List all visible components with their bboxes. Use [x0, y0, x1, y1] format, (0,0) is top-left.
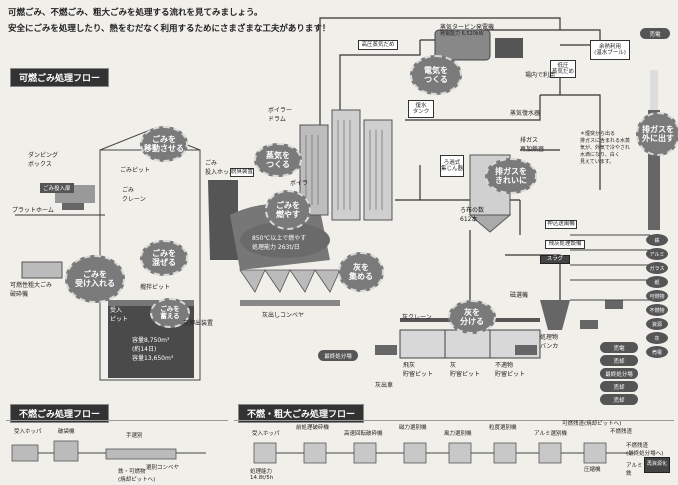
label-platform: プラットホーム: [12, 205, 54, 214]
bulky-capacity: 処理能力 14.8t/5h: [250, 467, 273, 481]
bubble-burn: ごみを 燃やす: [265, 190, 311, 230]
label-ash-pusher: 灰押出装置: [183, 318, 213, 327]
bubble-separate: 灰を 分ける: [448, 300, 496, 334]
bulky-step-10: 圧縮機: [584, 465, 601, 473]
pill-sale-1: 売電: [600, 342, 638, 353]
bulky-step-6: 粒度選別機: [489, 423, 517, 431]
tag-ash: 灰: [646, 332, 668, 344]
pill-sale-2: 売却: [600, 355, 638, 366]
label-conveyor: 灰出しコンベヤ: [262, 310, 304, 319]
label-cooling: 蒸気復水器: [510, 108, 540, 117]
tag-resource: 資源: [646, 318, 668, 330]
tag-glass: ガラス: [646, 262, 668, 274]
box-water-tank: 復水 タンク: [408, 100, 434, 118]
label-filter-cloth: ろ布の数 612本: [460, 205, 484, 223]
label-magnet: 磁選機: [510, 290, 528, 299]
label-pit: ごみピット: [120, 165, 150, 174]
label-pit-capacity: 容量8,750m³ (約14日) 容量13,650m³: [132, 335, 173, 362]
bubble-steam: 蒸気を つくる: [254, 143, 302, 177]
label-ash-crane: 灰クレーン: [402, 312, 432, 321]
bulky-tail-2: アルミ 鉄: [626, 461, 642, 477]
label-processing-bunker: 処理物 バンカ: [540, 332, 558, 350]
tag-aluminum: アルミ: [646, 248, 668, 260]
tag-sell-power: 売電: [646, 346, 668, 358]
bulky-end: 再資源化: [644, 457, 670, 473]
box-condenser: 高圧蒸気だめ: [358, 40, 398, 50]
label-stir-pit: 攪拌ピット: [140, 282, 170, 291]
label-fly-ash-pit: 飛灰 貯留ピット: [403, 360, 433, 378]
label-ash-truck: 灰出車: [375, 380, 393, 389]
bulky-step-7: アルミ選別機: [534, 429, 567, 437]
bulky-tail-1: 不燃残渣 (最終処分場へ): [626, 441, 663, 457]
label-furnace: 850℃以上で燃やす 処理能力 263t/日: [252, 233, 306, 251]
bubble-clean: 排ガスを きれいに: [485, 158, 537, 194]
bubble-ash: 灰を 集める: [338, 252, 384, 292]
bulky-step-2: 前処理破砕機: [296, 423, 329, 431]
pill-power-out: 売電: [640, 28, 670, 39]
bubble-exhaust: 排ガスを 外に出す: [636, 112, 678, 156]
tag-paper: 紙: [646, 276, 668, 288]
label-boiler-drum: ボイラー ドラム: [268, 105, 292, 123]
bubble-lift: ごみを 移動させる: [140, 126, 188, 162]
tag-burnable: 可燃物: [646, 290, 668, 302]
nonburn-step-1: 受入ホッパ: [14, 427, 42, 435]
label-gas-reheater: 排ガス 再加熱器: [520, 135, 544, 153]
box-deodorizer: 脱臭装置: [230, 168, 254, 177]
label-receiving-pit: 受入 ピット: [110, 305, 128, 323]
label-bulky-shredder: 可燃性粗大ごみ 破砕機: [10, 280, 52, 298]
label-bottom-ash-pit: 灰 貯留ピット: [450, 360, 480, 378]
box-intake-fan: 押込送風機: [545, 220, 577, 229]
pill-landfill: 最終処分場: [318, 350, 358, 361]
nonburn-step-3: 手選別: [126, 431, 143, 439]
pill-landfill-2: 最終処分場: [600, 368, 638, 379]
ash-conveyor: [240, 300, 340, 306]
bulky-step-3: 高速回転破砕機: [344, 429, 383, 437]
bulky-step-8: 可燃残渣(焼却ピットへ): [562, 419, 621, 427]
label-use-site: 場内で利用: [525, 70, 555, 79]
label-boiler: ボイラ: [290, 178, 308, 187]
box-bag-filter: ろ過式 集じん器: [440, 155, 464, 177]
tag-iron: 鉄: [646, 234, 668, 246]
bulky-step-1: 受入ホッパ: [252, 429, 280, 437]
label-crane: ごみ クレーン: [122, 185, 146, 203]
label-garbage-in: ごみ投入扉: [40, 183, 74, 193]
bulky-step-9: 不燃残渣: [610, 427, 632, 435]
bulky-flow-panel: 受入ホッパ 前処理破砕機 高速回転破砕機 磁力選別機 風力選別機 粒度選別機 ア…: [234, 420, 674, 482]
label-dumping-box: ダンピング ボックス: [28, 150, 58, 168]
pill-sale-4: 売却: [600, 394, 638, 405]
label-stack-note: ＊煙突から出る 排ガスに含まれる水蒸 気が、外気で冷やされ 水滴になり、白く 見…: [580, 130, 630, 165]
boiler-tower-2: [332, 110, 360, 220]
box-heat-use: 余熱利用 (温水プール): [590, 40, 630, 60]
boiler-tower-3: [364, 120, 392, 220]
bubble-power: 電気を つくる: [410, 55, 462, 95]
bubble-mix: ごみを 混ぜる: [140, 240, 188, 276]
bubble-receive: ごみを 受け入れる: [65, 255, 125, 303]
box-slag: スラグ: [540, 255, 570, 264]
nonburn-step-2: 破袋機: [58, 427, 75, 435]
plant-diagram: [0, 0, 678, 400]
label-output: 発電能力 6,520kW: [440, 30, 484, 37]
nonburn-step-5: 鉄・可燃物 (焼却ピットへ): [118, 467, 155, 483]
box-fly-ash-treat: 飛灰処理設備: [545, 240, 585, 249]
processing-bunker: [540, 300, 570, 330]
label-nonburn-pit: 不適物 貯留ピット: [495, 360, 525, 378]
bulky-step-5: 風力選別機: [444, 429, 472, 437]
nonburn-flow-panel: 受入ホッパ 破袋機 手選別 選別コンベヤ 鉄・可燃物 (焼却ピットへ): [6, 420, 228, 480]
tag-nonburnable: 不燃物: [646, 304, 668, 316]
bulky-step-4: 磁力選別機: [399, 423, 427, 431]
pill-sale-3: 売却: [600, 381, 638, 392]
right-pill-column: 売電 売却 最終処分場 売却 売却: [600, 340, 640, 407]
right-destination-column: 鉄 アルミ ガラス 紙 可燃物 不燃物 資源 灰 売電: [646, 232, 676, 360]
